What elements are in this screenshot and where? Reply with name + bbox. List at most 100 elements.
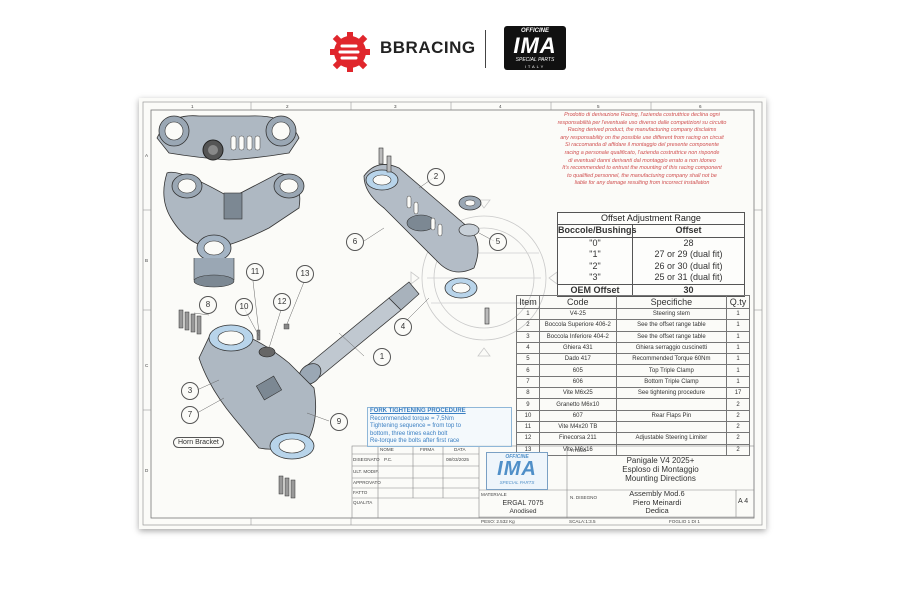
sheet-number: FOGLIO 1 DI 1 bbox=[669, 519, 700, 524]
callout-13: 13 bbox=[296, 265, 314, 283]
cell: 1 bbox=[726, 330, 750, 343]
offset-cell: "2" bbox=[558, 260, 633, 272]
offset-row: "2" 26 or 30 (dual fit) bbox=[558, 260, 744, 272]
offset-header-bushings: Boccole/Bushings bbox=[558, 225, 637, 237]
torque-note-title: FORK TIGHTENING PROCEDURE bbox=[370, 408, 466, 414]
torque-note-line: Re-torque the bolts after first race bbox=[370, 438, 460, 444]
cell: 17 bbox=[726, 387, 750, 400]
disclaimer-line: responsabilità per l'eventuale uso diver… bbox=[557, 119, 727, 126]
safety-disclaimer: Prodotto di derivazione Racing, l'aziend… bbox=[537, 112, 747, 188]
cell: 7 bbox=[516, 375, 540, 389]
torque-note-line: Tightening sequence = from top to bbox=[370, 423, 462, 429]
offset-row: "3" 25 or 31 (dual fit) bbox=[558, 272, 744, 284]
cell: Top Triple Clamp bbox=[615, 364, 728, 377]
offset-cell: 26 or 30 (dual fit) bbox=[654, 260, 723, 271]
offset-header-offset: Offset bbox=[675, 225, 702, 235]
tb-col-firma: FIRMA bbox=[420, 447, 435, 452]
callout-9: 9 bbox=[330, 413, 348, 431]
grid-col-5: 5 bbox=[597, 104, 600, 109]
disclaimer-line: liable for any damage resulting from inc… bbox=[574, 180, 710, 187]
callout-11: 11 bbox=[246, 263, 264, 281]
offset-cell: 25 or 31 (dual fit) bbox=[654, 272, 723, 282]
tb-logo-main: IMA bbox=[497, 458, 537, 480]
callout-3: 3 bbox=[181, 382, 199, 400]
cell: Vite M4x20 TB bbox=[538, 420, 617, 434]
grid-col-4: 4 bbox=[499, 104, 502, 109]
cell bbox=[615, 398, 728, 411]
grid-row-d: D bbox=[145, 468, 149, 473]
cell: 1 bbox=[516, 307, 540, 321]
tb-row-qualita: QUALITA bbox=[353, 500, 373, 505]
callout-4: 4 bbox=[394, 318, 412, 336]
cell: 2 bbox=[726, 398, 750, 411]
drawing-number: Assembly Mod.6 Piero Meinardi Dedica bbox=[587, 489, 727, 516]
horn-bracket-label: Horn Bracket bbox=[173, 437, 224, 448]
cell: 2 bbox=[726, 443, 750, 456]
callout-2: 2 bbox=[427, 168, 445, 186]
cell: 607 bbox=[538, 409, 617, 422]
grid-row-c: C bbox=[145, 363, 149, 368]
drawing-number-line: Assembly Mod.6 bbox=[629, 489, 685, 498]
cell: 8 bbox=[516, 387, 540, 400]
offset-cell: "1" bbox=[558, 249, 633, 261]
disclaimer-line: Prodotto di derivazione Racing, l'aziend… bbox=[564, 112, 720, 118]
offset-oem-label: OEM Offset bbox=[558, 284, 633, 296]
technical-drawing-sheet: 1 2 3 4 5 6 A B C D Prodotto di derivazi… bbox=[139, 98, 766, 529]
grid-col-6: 6 bbox=[699, 104, 702, 109]
finish: Anodised bbox=[509, 508, 537, 515]
cell: 10 bbox=[516, 409, 540, 422]
tb-col-data: DATA bbox=[454, 447, 466, 452]
material: ERGAL 7075 bbox=[502, 500, 544, 507]
offset-table-header: Boccole/Bushings Offset bbox=[558, 225, 744, 238]
grid-col-2: 2 bbox=[286, 104, 289, 109]
cell: 2 bbox=[516, 319, 540, 332]
cell: 11 bbox=[516, 420, 540, 434]
cell: 2 bbox=[726, 432, 750, 445]
drawing-title: Panigale V4 2025+ Esploso di Montaggio M… bbox=[567, 456, 754, 483]
cell: 5 bbox=[516, 353, 540, 366]
offset-row: "0" 28 bbox=[558, 237, 744, 249]
fork-tightening-note: FORK TIGHTENING PROCEDURE Recommended to… bbox=[367, 407, 512, 447]
offset-row: "1" 27 or 29 (dual fit) bbox=[558, 249, 744, 261]
disclaimer-line: any responsability on the possible use d… bbox=[560, 134, 724, 141]
cell bbox=[615, 420, 728, 434]
ima-logo-sub: SPECIAL PARTS bbox=[515, 57, 555, 63]
cell: Steering stem bbox=[615, 307, 728, 321]
tb-date: 08/03/2025 bbox=[446, 457, 469, 462]
offset-oem-row: OEM Offset 30 bbox=[558, 283, 744, 296]
tb-disegno-label: N. DISEGNO bbox=[570, 495, 598, 500]
cell: 1 bbox=[726, 353, 750, 366]
disclaimer-line: di eventuali danni derivanti dal montagg… bbox=[568, 157, 716, 164]
cell: Ghiera serraggio cuscinetti bbox=[615, 341, 728, 355]
ima-logo-top: OFFICINE bbox=[521, 28, 549, 34]
drawing-number-line: Piero Meinardi bbox=[632, 497, 682, 507]
cell: V4-25 bbox=[538, 307, 617, 321]
callout-12: 12 bbox=[273, 293, 291, 311]
cell: 1 bbox=[726, 341, 750, 355]
cell: Boccola Superiore 406-2 bbox=[538, 319, 617, 332]
grid-row-a: A bbox=[145, 153, 149, 158]
title-block-ima-logo: OFFICINE IMA SPECIAL PARTS bbox=[486, 452, 548, 490]
exploded-top-clamp-illustration bbox=[363, 147, 490, 325]
callout-8: 8 bbox=[199, 296, 217, 314]
cell: 2 bbox=[726, 409, 750, 422]
tb-titolo-label: TITOLO bbox=[570, 448, 587, 453]
cell: See the offset range table bbox=[615, 330, 728, 343]
ima-logo: OFFICINE IMA SPECIAL PARTS ITALY bbox=[504, 26, 566, 70]
cell: 6 bbox=[516, 364, 540, 377]
cell: 9 bbox=[516, 398, 540, 411]
callout-10: 10 bbox=[235, 298, 253, 316]
grid-col-1: 1 bbox=[191, 104, 194, 109]
cell bbox=[615, 443, 728, 456]
disclaimer-line: Racing derived product, the manufacturin… bbox=[567, 127, 717, 134]
cell: See tightening procedure bbox=[615, 387, 728, 400]
tb-col-nome: NOME bbox=[380, 447, 394, 452]
ima-logo-main: IMA bbox=[513, 33, 557, 58]
disclaimer-line: to qualified personnel, the manufacturin… bbox=[567, 172, 717, 179]
cell: 1 bbox=[726, 364, 750, 377]
